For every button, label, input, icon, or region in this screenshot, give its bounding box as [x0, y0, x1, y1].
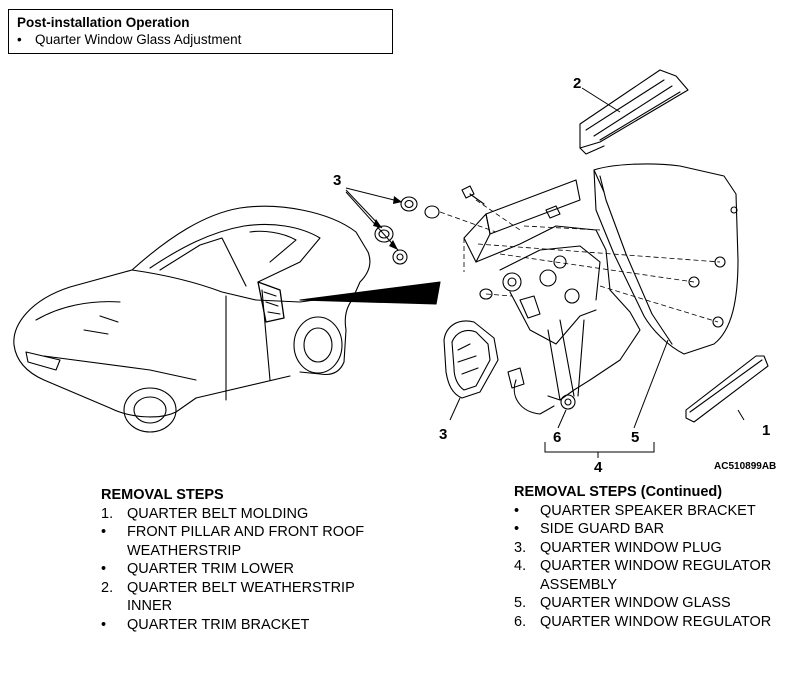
car-illustration — [13, 205, 371, 433]
step-item: • QUARTER TRIM LOWER — [101, 560, 401, 579]
step-item: 3. QUARTER WINDOW PLUG — [514, 539, 799, 558]
step-item: 2. QUARTER BELT WEATHERSTRIP INNER — [101, 579, 401, 616]
callout-3-upper: 3 — [333, 172, 342, 189]
step-item: 1. QUARTER BELT MOLDING — [101, 505, 401, 524]
callout-1: 1 — [762, 422, 771, 439]
step-mark: 6. — [514, 613, 527, 630]
post-installation-note: Post-installation Operation • Quarter Wi… — [8, 9, 393, 54]
callout-6: 6 — [553, 429, 562, 446]
step-item: • QUARTER TRIM BRACKET — [101, 616, 401, 635]
step-text: QUARTER WINDOW PLUG — [540, 539, 722, 556]
note-title: Post-installation Operation — [17, 15, 190, 30]
step-mark: • — [101, 524, 107, 540]
removal-steps: REMOVAL STEPS 1. QUARTER BELT MOLDING • … — [101, 486, 401, 634]
callout-5: 5 — [631, 429, 640, 446]
step-item: • FRONT PILLAR AND FRONT ROOF WEATHERSTR… — [101, 523, 401, 560]
step-text: QUARTER SPEAKER BRACKET — [540, 502, 756, 519]
note-item: • Quarter Window Glass Adjustment — [17, 31, 384, 48]
detail-pointer — [299, 281, 441, 305]
step-mark: 2. — [101, 579, 114, 596]
step-item: 5. QUARTER WINDOW GLASS — [514, 594, 799, 613]
step-mark: • — [101, 616, 107, 633]
note-bullet: • — [17, 32, 22, 47]
note-item-text: Quarter Window Glass Adjustment — [35, 32, 242, 47]
step-mark: • — [101, 561, 107, 577]
callout-4: 4 — [594, 459, 603, 476]
step-mark: 3. — [514, 539, 527, 556]
part-1-molding — [685, 355, 769, 423]
figure-code: AC510899AB — [714, 461, 777, 472]
step-text: FRONT PILLAR AND FRONT ROOF WEATHERSTRIP — [127, 524, 365, 559]
step-mark: • — [514, 521, 520, 537]
removal-steps-continued: REMOVAL STEPS (Continued) • QUARTER SPEA… — [514, 483, 799, 631]
step-mark: • — [514, 502, 520, 519]
part-2-weatherstrip — [579, 69, 689, 155]
step-mark: 1. — [101, 505, 114, 522]
step-text: QUARTER WINDOW GLASS — [540, 595, 731, 611]
step-text: QUARTER TRIM BRACKET — [127, 616, 310, 633]
step-text: QUARTER BELT WEATHERSTRIP INNER — [127, 579, 355, 615]
step-item: • QUARTER SPEAKER BRACKET — [514, 502, 799, 521]
step-text: QUARTER WINDOW REGULATOR ASSEMBLY — [540, 558, 772, 593]
step-item: • SIDE GUARD BAR — [514, 520, 799, 539]
step-text: QUARTER WINDOW REGULATOR — [540, 613, 772, 630]
fasteners — [374, 185, 493, 300]
removal-steps-heading: REMOVAL STEPS — [101, 487, 224, 503]
callout-3-lower: 3 — [439, 426, 448, 443]
removal-steps-continued-heading: REMOVAL STEPS (Continued) — [514, 484, 723, 500]
part-4-regulator-assembly — [463, 179, 641, 415]
step-mark: 4. — [514, 558, 527, 574]
callout-2: 2 — [573, 75, 582, 92]
exploded-view-illustration — [13, 69, 769, 458]
part-3-plug — [443, 320, 499, 399]
step-text: QUARTER BELT MOLDING — [127, 505, 309, 522]
step-text: SIDE GUARD BAR — [540, 521, 665, 537]
step-item: 6. QUARTER WINDOW REGULATOR — [514, 613, 799, 632]
step-text: QUARTER TRIM LOWER — [127, 561, 295, 577]
step-item: 4. QUARTER WINDOW REGULATOR ASSEMBLY — [514, 557, 799, 594]
part-5-glass — [593, 163, 739, 355]
step-mark: 5. — [514, 595, 527, 611]
